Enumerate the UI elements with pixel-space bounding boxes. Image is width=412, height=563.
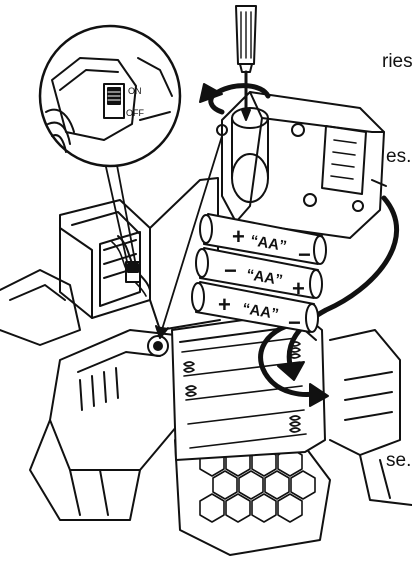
screw-guide-line — [155, 124, 228, 339]
battery-1-left-sign: + — [232, 224, 245, 249]
battery-1-right-sign: − — [298, 242, 311, 267]
battery-3-right-sign: − — [288, 310, 301, 335]
battery-2-right-sign: + — [292, 276, 305, 301]
battery-2-label: “AA” — [245, 266, 284, 289]
battery-1: + “AA” − — [199, 213, 327, 267]
battery-3: + “AA” − — [191, 281, 319, 335]
battery-3-left-sign: + — [218, 292, 231, 317]
battery-2: − “AA” + — [195, 247, 323, 301]
rotate-arrow-icon — [199, 83, 271, 115]
switch-on-label: ON — [128, 86, 142, 96]
battery-cover — [221, 91, 387, 239]
battery-3-label: “AA” — [241, 300, 280, 323]
switch-callout: ON OFF — [38, 24, 182, 267]
instruction-fragment-middle: es. — [386, 146, 412, 167]
battery-insert-arrow-icon — [258, 319, 329, 407]
battery-1-label: “AA” — [249, 232, 288, 255]
instruction-fragment-bottom: se. — [386, 450, 412, 471]
cover-insert-arrow-icon — [277, 195, 399, 381]
power-switch — [125, 261, 141, 283]
screwdriver-icon — [235, 5, 257, 121]
instruction-fragment-top: ries. — [382, 51, 412, 72]
battery-2-left-sign: − — [224, 258, 237, 283]
switch-off-label: OFF — [126, 108, 144, 118]
battery-compartment — [171, 311, 326, 461]
